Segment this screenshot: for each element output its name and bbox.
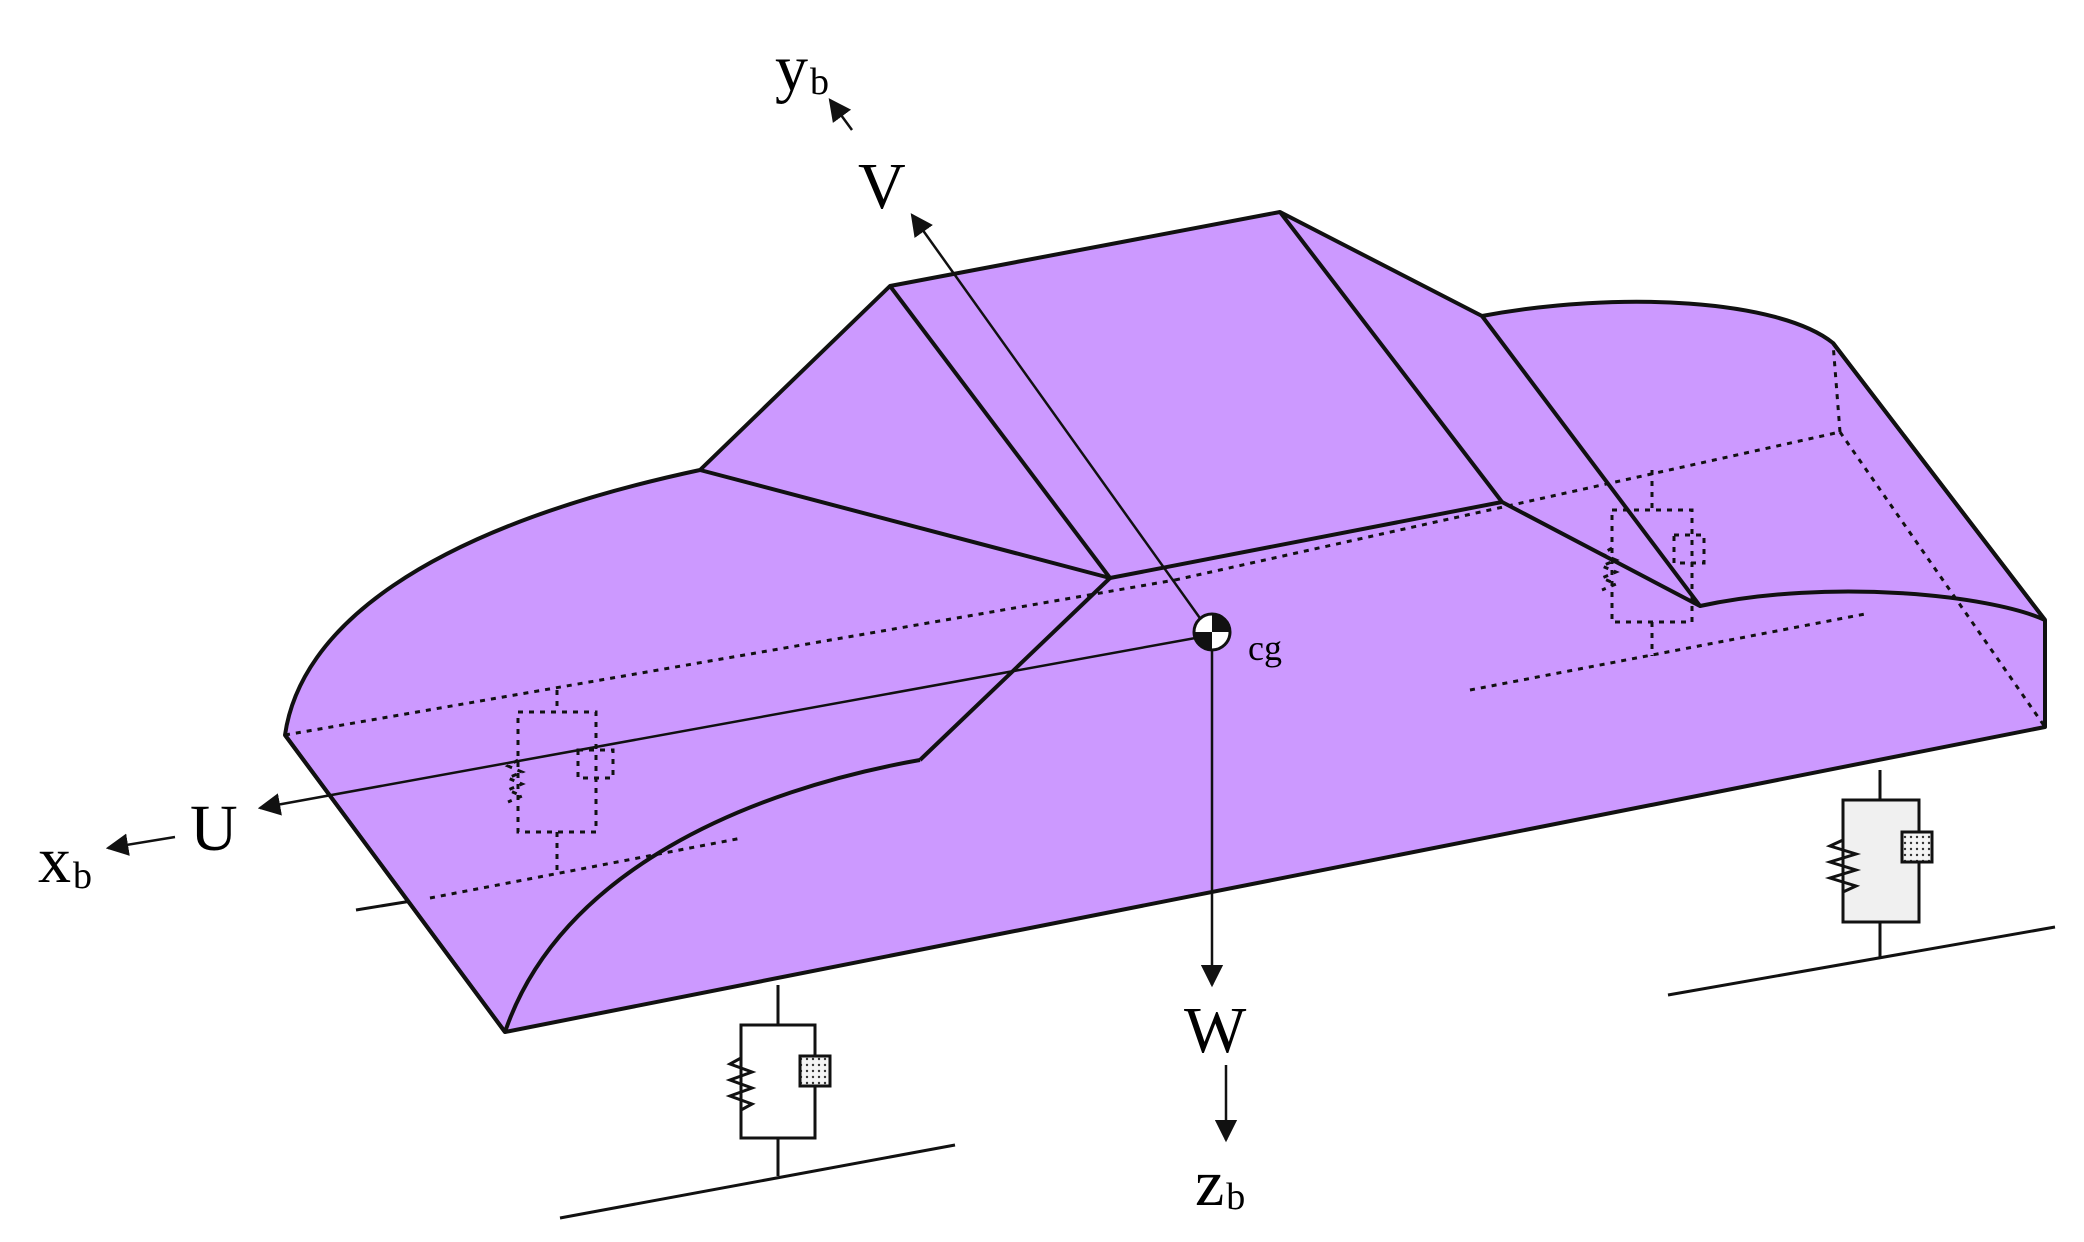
y-axis-label: yb — [775, 32, 829, 105]
rear-suspension-spring-damper-icon — [1824, 770, 1934, 958]
body-axes — [105, 98, 1238, 1143]
x-axis-label: xb — [38, 824, 92, 897]
center-of-gravity-symbol — [1192, 612, 1232, 652]
body-edges — [283, 210, 2047, 1034]
cg-label: cg — [1248, 628, 1282, 668]
vehicle-body — [283, 210, 2047, 1034]
hidden-lines — [284, 342, 2047, 900]
z-axis-label: zb — [1195, 1147, 1245, 1220]
w-velocity-label: W — [1184, 994, 1247, 1067]
ground-line-rear-right — [1667, 925, 2056, 997]
front-suspension-spring-damper-icon — [725, 985, 832, 1176]
ground-line-front-left — [559, 1143, 956, 1220]
u-velocity-label: U — [190, 792, 238, 865]
v-velocity-label: V — [858, 150, 906, 223]
